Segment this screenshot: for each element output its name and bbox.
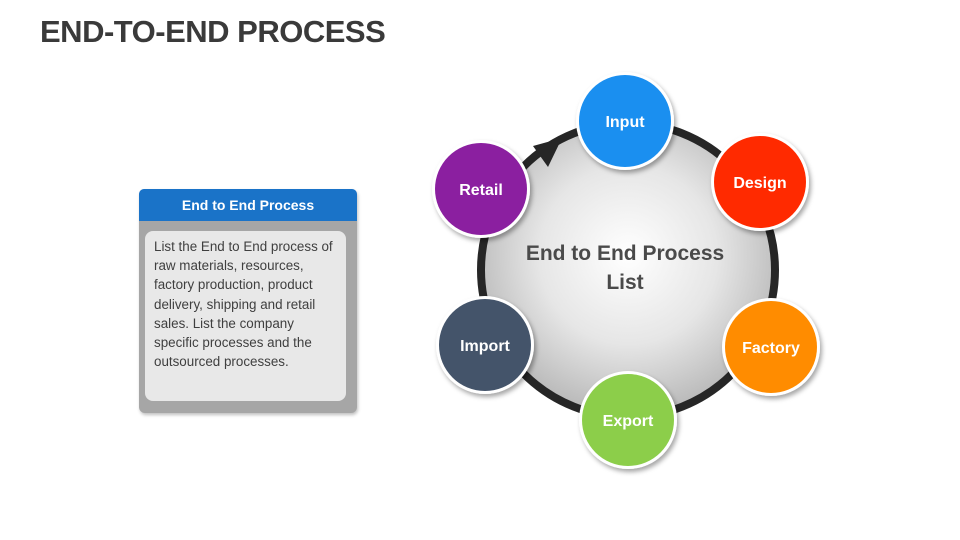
step-node-retail: Retail xyxy=(432,140,530,238)
info-card-header: End to End Process xyxy=(139,189,357,221)
step-label-export: Export xyxy=(603,413,654,430)
step-label-retail: Retail xyxy=(459,182,503,199)
step-node-export: Export xyxy=(579,371,677,469)
cycle-arrow-icon xyxy=(533,138,562,167)
step-node-design: Design xyxy=(711,133,809,231)
info-card: End to End Process List the End to End p… xyxy=(139,189,357,413)
step-node-import: Import xyxy=(436,296,534,394)
hub-circle xyxy=(481,123,775,417)
slide-title: END-TO-END PROCESS xyxy=(40,14,386,49)
step-node-circle xyxy=(579,75,671,167)
step-node-circle xyxy=(582,374,674,466)
step-node-circle xyxy=(714,136,806,228)
step-node-circle xyxy=(435,143,527,235)
info-card-body: List the End to End process of raw mater… xyxy=(145,231,346,401)
hub-label-line2: List xyxy=(606,271,643,294)
step-node-factory: Factory xyxy=(722,298,820,396)
info-card-text: List the End to End process of raw mater… xyxy=(154,239,333,370)
step-label-input: Input xyxy=(605,114,645,131)
step-node-input: Input xyxy=(576,72,674,170)
step-label-design: Design xyxy=(733,175,786,192)
step-label-import: Import xyxy=(460,338,510,355)
step-node-circle xyxy=(725,301,817,393)
step-node-circle xyxy=(439,299,531,391)
hub-label-line1: End to End Process xyxy=(526,242,724,265)
step-label-factory: Factory xyxy=(742,340,800,357)
